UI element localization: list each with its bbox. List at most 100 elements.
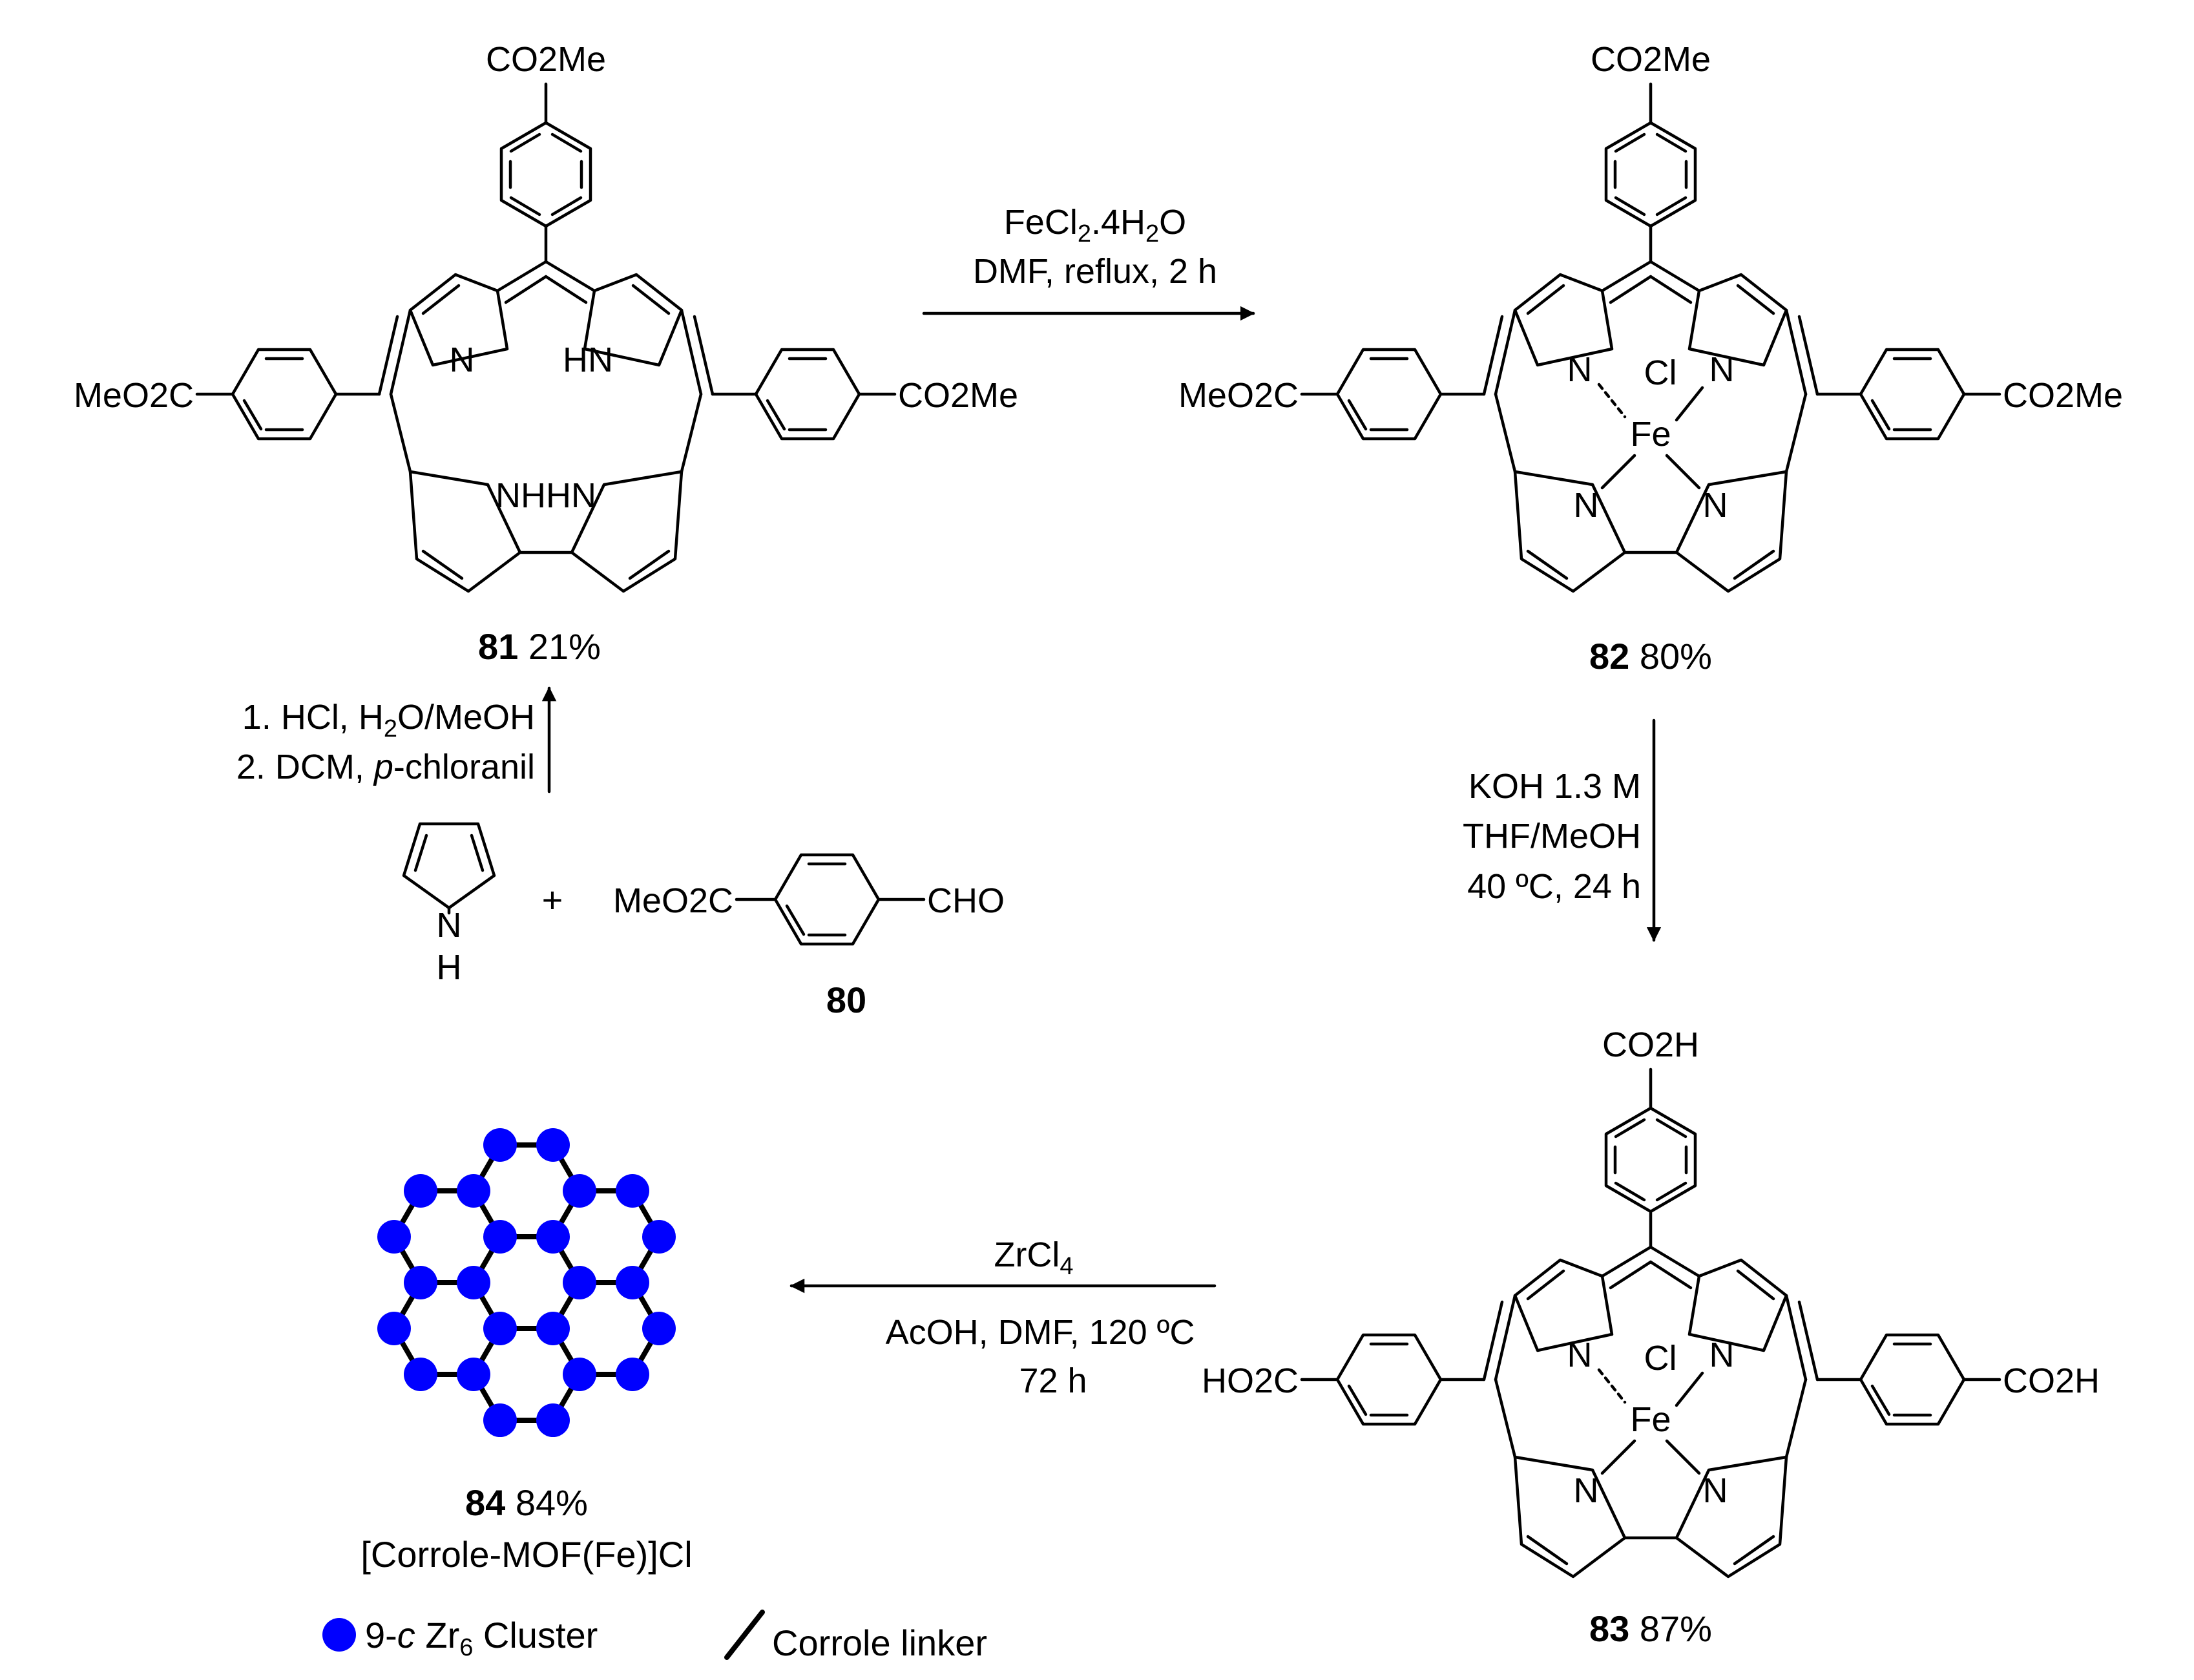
svg-text:1. HCl, H2O/MeOH: 1. HCl, H2O/MeOH bbox=[242, 698, 535, 742]
svg-text:83 87%: 83 87% bbox=[1589, 1608, 1712, 1649]
compound-80: MeO2C CHO 80 bbox=[613, 855, 1005, 1020]
c83-n4: N bbox=[1703, 1471, 1728, 1510]
c83-n2: N bbox=[1709, 1336, 1735, 1374]
c83-right-group: CO2H bbox=[2003, 1361, 2100, 1400]
legend: 9-c Zr6 Cluster Corrole linker bbox=[322, 1610, 987, 1663]
c84-name: [Corrole-MOF(Fe)]Cl bbox=[360, 1534, 692, 1575]
legend-linker-label: Corrole linker bbox=[772, 1622, 987, 1663]
cond-step2-b: -chloranil bbox=[393, 748, 535, 786]
mof-clusters bbox=[377, 1128, 676, 1438]
fe-reagent-base: FeCl bbox=[1004, 203, 1078, 242]
legend-cluster-sub: 6 bbox=[459, 1634, 473, 1661]
hyd-line1: KOH 1.3 M bbox=[1468, 767, 1641, 806]
c82-n1: N bbox=[1567, 350, 1593, 389]
c81-number: 81 bbox=[478, 626, 518, 667]
c83-left-group: HO2C bbox=[1202, 1361, 1299, 1400]
c83-metal: Fe bbox=[1630, 1400, 1671, 1439]
mof-cluster-node bbox=[563, 1358, 596, 1392]
legend-cluster-a: 9- bbox=[365, 1615, 397, 1655]
c84-number: 84 bbox=[465, 1482, 505, 1523]
c80-number: 80 bbox=[826, 980, 866, 1020]
c84-yield: 84% bbox=[516, 1482, 588, 1523]
compound-83: CO2H HO2C CO2H N N N N Fe Cl 83 87% bbox=[1202, 1025, 2100, 1649]
c82-right-group: CO2Me bbox=[2003, 376, 2123, 415]
c82-top-group: CO2Me bbox=[1591, 40, 1711, 79]
mof-cluster-node bbox=[536, 1128, 570, 1162]
mof-cluster-node bbox=[483, 1128, 517, 1162]
svg-text:82 80%: 82 80% bbox=[1589, 636, 1712, 677]
mof-cluster-node bbox=[457, 1266, 490, 1299]
mof-reagent-sub: 4 bbox=[1060, 1253, 1073, 1280]
mof-cluster-node bbox=[457, 1173, 490, 1208]
cond-step1-a: 1. HCl, H bbox=[242, 698, 384, 737]
mof-cluster-node bbox=[377, 1219, 411, 1254]
mof-cluster-node bbox=[483, 1403, 517, 1438]
mof-reagent-base: ZrCl bbox=[994, 1235, 1060, 1274]
svg-text:FeCl2.4H2O: FeCl2.4H2O bbox=[1004, 203, 1186, 247]
pyrrole: N H bbox=[402, 822, 496, 987]
hyd-line2: THF/MeOH bbox=[1463, 817, 1641, 856]
mof-cluster-node bbox=[642, 1219, 676, 1254]
c81-top-group: CO2Me bbox=[486, 40, 606, 79]
mof-cluster-node bbox=[536, 1219, 570, 1254]
mof-cluster-node bbox=[616, 1266, 649, 1299]
mof-line2: AcOH, DMF, 120 ºC bbox=[886, 1313, 1195, 1352]
c82-left-group: MeO2C bbox=[1178, 376, 1299, 415]
mof-cluster-node bbox=[536, 1403, 570, 1438]
c82-n2: N bbox=[1709, 350, 1735, 389]
c81-yield: 21% bbox=[528, 626, 601, 667]
mof-cluster-node bbox=[404, 1358, 437, 1392]
c81-n-right: HN bbox=[563, 341, 613, 379]
pyrrole-h: H bbox=[437, 948, 462, 987]
svg-text:9-c Zr6 Cluster: 9-c Zr6 Cluster bbox=[365, 1615, 598, 1661]
mof-cluster-node bbox=[377, 1312, 411, 1346]
mof-line3: 72 h bbox=[1019, 1361, 1087, 1400]
mof-cluster-node bbox=[563, 1266, 596, 1299]
hyd-line3: 40 ºC, 24 h bbox=[1467, 867, 1641, 906]
c83-yield: 87% bbox=[1640, 1608, 1712, 1649]
mof-cluster-node bbox=[457, 1358, 490, 1392]
fe-reagent-o: O bbox=[1159, 203, 1186, 242]
c80-left-group: MeO2C bbox=[613, 881, 733, 920]
c82-n3: N bbox=[1574, 486, 1599, 525]
mof-cluster-node bbox=[404, 1266, 437, 1299]
c82-ligand: Cl bbox=[1644, 353, 1677, 392]
fe-conditions: DMF, reflux, 2 h bbox=[973, 252, 1217, 291]
compound-82: CO2Me MeO2C CO2Me N N N N Fe Cl 82 80% bbox=[1178, 40, 2123, 677]
cond-step1-sub: 2 bbox=[384, 715, 397, 742]
c82-n4: N bbox=[1703, 486, 1728, 525]
c81-left-group: MeO2C bbox=[74, 376, 194, 415]
mof-cluster-node bbox=[563, 1173, 596, 1208]
compound-81: CO2Me MeO2C CO2Me N HN NHHN 81 21% bbox=[74, 40, 1018, 667]
c83-ligand: Cl bbox=[1644, 1339, 1677, 1378]
c83-number: 83 bbox=[1589, 1608, 1629, 1649]
mof-cluster-node bbox=[404, 1173, 437, 1208]
legend-cluster-swatch bbox=[322, 1618, 356, 1652]
legend-linker-swatch bbox=[724, 1610, 765, 1660]
c83-n3: N bbox=[1574, 1471, 1599, 1510]
mof-cluster-node bbox=[616, 1358, 649, 1392]
c81-n-left: N bbox=[450, 341, 475, 379]
c82-yield: 80% bbox=[1640, 636, 1712, 677]
c81-n-bottom: NHHN bbox=[496, 476, 596, 515]
svg-text:84 84%: 84 84% bbox=[465, 1482, 588, 1523]
cond-step2-p: p bbox=[373, 748, 393, 786]
c82-metal: Fe bbox=[1630, 415, 1671, 454]
compound-84-mof-network bbox=[377, 1128, 676, 1438]
mof-cluster-node bbox=[536, 1312, 570, 1346]
fe-reagent-sub3: 2 bbox=[1145, 220, 1159, 247]
legend-cluster-b: Zr bbox=[415, 1615, 459, 1655]
plus-sign: + bbox=[542, 879, 563, 920]
legend-cluster-c: c bbox=[397, 1615, 415, 1655]
fe-reagent-hyd: .4H bbox=[1091, 203, 1145, 242]
svg-text:2. DCM, p-chloranil: 2. DCM, p-chloranil bbox=[236, 748, 535, 786]
c82-number: 82 bbox=[1589, 636, 1629, 677]
svg-text:81 21%: 81 21% bbox=[478, 626, 601, 667]
svg-text:ZrCl4: ZrCl4 bbox=[994, 1235, 1073, 1280]
mof-cluster-node bbox=[483, 1219, 517, 1254]
mof-cluster-node bbox=[642, 1312, 676, 1346]
legend-cluster-d: Cluster bbox=[473, 1615, 598, 1655]
c81-right-group: CO2Me bbox=[898, 376, 1018, 415]
c83-top-group: CO2H bbox=[1602, 1025, 1699, 1064]
